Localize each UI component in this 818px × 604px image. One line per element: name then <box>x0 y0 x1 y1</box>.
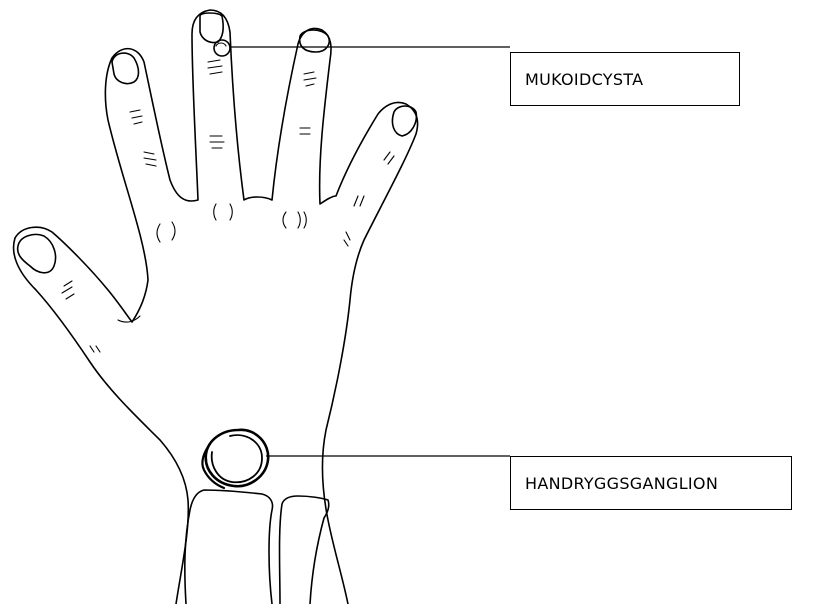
knuckle-wrinkles <box>62 60 394 352</box>
wrist-bones <box>185 490 329 604</box>
mukoidcysta-marker <box>214 40 230 56</box>
hand-outline <box>14 10 418 604</box>
thumb-nail <box>18 234 56 272</box>
fingernails <box>18 13 417 273</box>
ring-finger-nail <box>200 13 223 43</box>
little-finger-nail <box>112 53 139 84</box>
ulna-bone <box>280 496 329 604</box>
handryggsganglion-text: HANDRYGGSGANGLION <box>525 474 718 493</box>
radius-bone <box>185 490 273 604</box>
mukoidcysta-label: MUKOIDCYSTA <box>510 52 740 106</box>
mukoidcysta-text: MUKOIDCYSTA <box>525 70 643 89</box>
handryggsganglion-marker <box>202 430 268 488</box>
handryggsganglion-label: HANDRYGGSGANGLION <box>510 456 792 510</box>
